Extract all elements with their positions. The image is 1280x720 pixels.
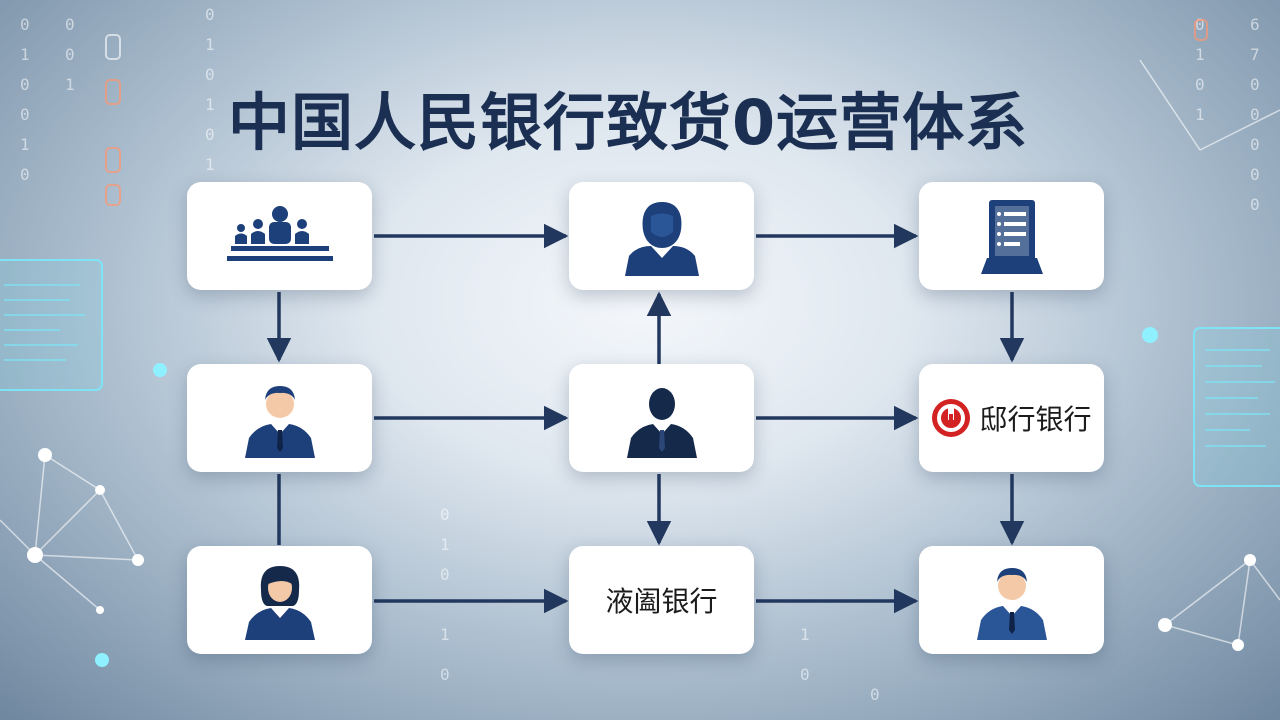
node-bank-logo: 邸行银行 <box>919 364 1104 472</box>
svg-text:1: 1 <box>800 625 810 644</box>
svg-text:0: 0 <box>800 665 810 684</box>
person-silhouette-icon <box>626 388 697 458</box>
svg-text:6: 6 <box>1250 15 1260 34</box>
svg-text:0: 0 <box>20 15 30 34</box>
network-right <box>1139 59 1280 646</box>
svg-text:0: 0 <box>20 105 30 124</box>
svg-text:0: 0 <box>440 565 450 584</box>
svg-text:1: 1 <box>205 155 215 174</box>
svg-text:0: 0 <box>205 125 215 144</box>
svg-text:1: 1 <box>20 135 30 154</box>
svg-text:0: 0 <box>1250 105 1260 124</box>
svg-text:1: 1 <box>440 535 450 554</box>
node-person-man <box>187 364 372 472</box>
svg-text:1: 1 <box>1195 105 1205 124</box>
svg-text:0: 0 <box>65 15 75 34</box>
hooded-person-icon <box>624 202 699 276</box>
svg-text:0: 0 <box>1250 135 1260 154</box>
svg-text:0: 0 <box>20 165 30 184</box>
svg-text:0: 0 <box>440 665 450 684</box>
svg-text:0: 0 <box>1195 15 1205 34</box>
page-title: 中国人民银行致货0运营体系 <box>228 86 1029 159</box>
bank-seal-icon <box>932 399 971 437</box>
node-person-dark <box>569 364 754 472</box>
svg-text:0: 0 <box>1250 195 1260 214</box>
svg-text:1: 1 <box>440 625 450 644</box>
document-list-icon <box>980 200 1043 274</box>
screen-panel-right <box>1193 327 1280 487</box>
node-operator-hooded <box>569 182 754 290</box>
network-left <box>0 454 139 611</box>
svg-text:0: 0 <box>65 45 75 64</box>
svg-text:1: 1 <box>65 75 75 94</box>
svg-text:0: 0 <box>1250 165 1260 184</box>
node-document <box>919 182 1104 290</box>
node-person-end <box>919 546 1104 654</box>
svg-text:7: 7 <box>1250 45 1260 64</box>
institution-group-icon <box>226 206 333 261</box>
bank-text-label: 液阖银行 <box>605 585 718 618</box>
svg-text:1: 1 <box>205 95 215 114</box>
svg-text:0: 0 <box>205 65 215 84</box>
svg-text:0: 0 <box>440 505 450 524</box>
binary-decoration: 0 1 0 0 1 0 0 0 1 0 1 0 1 0 1 6 7 0 0 0 0 0 0 1 0 1 0 1 0 1 0 1 0 0 <box>20 5 1260 704</box>
svg-text:1: 1 <box>20 45 30 64</box>
node-person-woman <box>187 546 372 654</box>
bank-logo-label: 邸行银行 <box>979 403 1092 436</box>
node-central-bank <box>187 182 372 290</box>
svg-text:0: 0 <box>1250 75 1260 94</box>
svg-text:1: 1 <box>205 35 215 54</box>
person-icon <box>244 386 315 458</box>
svg-text:0: 0 <box>1195 75 1205 94</box>
svg-text:0: 0 <box>205 5 215 24</box>
person-icon <box>976 568 1047 640</box>
screen-panel-left <box>0 259 103 391</box>
node-bank-text: 液阖银行 <box>569 546 754 654</box>
woman-icon <box>244 566 315 640</box>
svg-text:1: 1 <box>1195 45 1205 64</box>
svg-text:0: 0 <box>870 685 880 704</box>
svg-text:0: 0 <box>20 75 30 94</box>
